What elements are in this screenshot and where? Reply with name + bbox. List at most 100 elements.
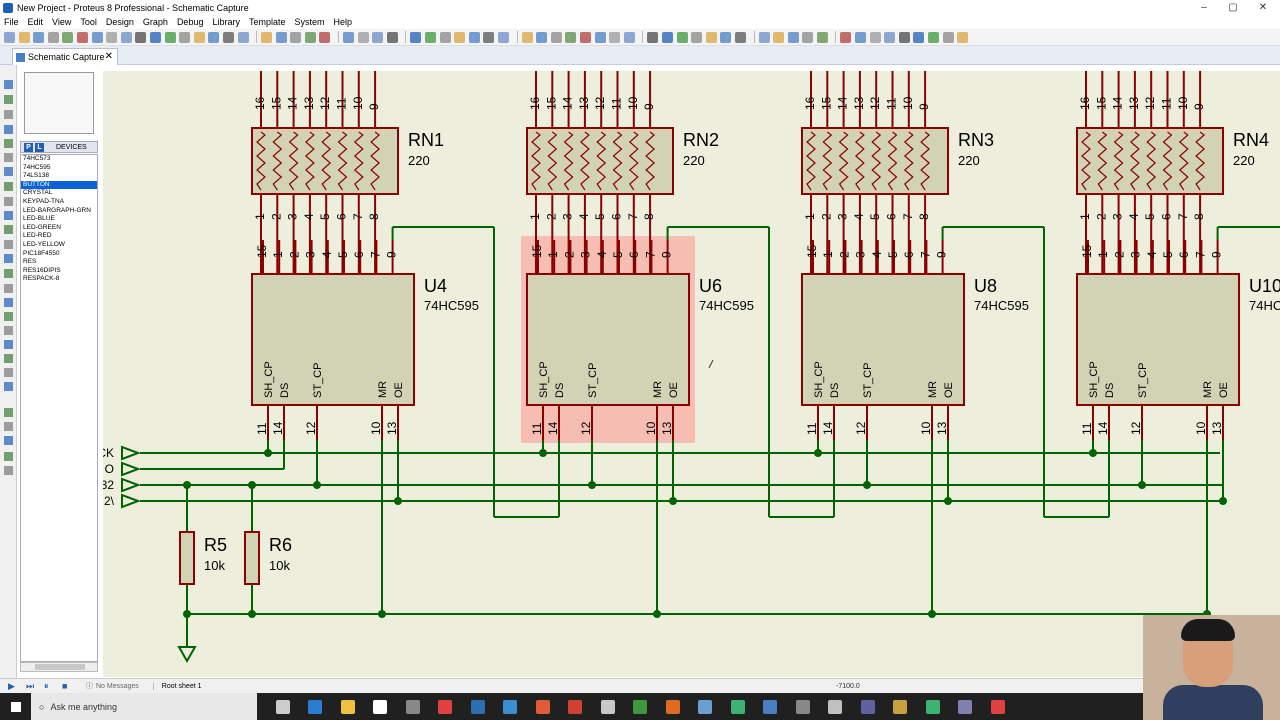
device-list-item[interactable]: LED-GREEN (23, 223, 61, 231)
toolbar-home-icon[interactable] (62, 31, 74, 43)
toolbar-new-icon[interactable] (149, 31, 161, 43)
toolbar-help-icon[interactable] (928, 31, 940, 43)
mode-tool-icon[interactable] (4, 110, 13, 119)
taskbar-mail-icon[interactable] (405, 699, 420, 714)
device-list-item[interactable]: KEYPAD-TNA (23, 197, 65, 205)
menu-tool[interactable]: Tool (80, 17, 97, 27)
toolbar-home-icon[interactable] (208, 31, 220, 43)
taskbar-app-icon[interactable] (503, 699, 517, 714)
toolbar-new-icon[interactable] (942, 31, 954, 43)
menu-library[interactable]: Library (212, 17, 240, 27)
taskbar-app-icon[interactable] (470, 699, 485, 714)
mode-tool-icon[interactable] (4, 254, 13, 263)
toolbar-help-icon[interactable] (609, 31, 621, 43)
taskbar-proteus-icon[interactable] (958, 699, 972, 714)
mode-tool-icon[interactable] (4, 408, 13, 417)
toolbar-import-icon[interactable] (47, 31, 59, 43)
toolbar-new-icon[interactable] (468, 31, 480, 43)
toolbar-grid-icon[interactable] (734, 31, 746, 43)
mode-tool-icon[interactable] (4, 269, 13, 278)
taskbar-app-icon[interactable] (893, 699, 907, 714)
toolbar-save-icon[interactable] (661, 31, 673, 43)
toolbar-save-icon[interactable] (33, 31, 45, 43)
menu-template[interactable]: Template (248, 17, 286, 27)
taskbar-app-icon[interactable] (633, 699, 647, 714)
toolbar-component-icon[interactable] (550, 31, 562, 43)
mode-tool-icon[interactable] (4, 312, 13, 321)
device-list-item[interactable]: PIC18F4550 (23, 249, 60, 257)
cortana-search-box[interactable]: ○ Ask me anything (31, 693, 257, 720)
mode-tool-icon[interactable] (4, 95, 13, 104)
menu-help[interactable]: Help (333, 17, 353, 27)
device-list-item[interactable]: 74HC573 (23, 155, 51, 162)
mode-tool-icon[interactable] (4, 240, 13, 249)
toolbar-import-icon[interactable] (676, 31, 688, 43)
device-list-item[interactable]: 74HC595 (23, 163, 51, 171)
toolbar-save-icon[interactable] (498, 31, 509, 43)
toolbar-import-icon[interactable] (357, 31, 369, 43)
device-list-item[interactable]: 74LS138 (23, 172, 50, 180)
device-list-item[interactable]: LED-YELLOW (23, 240, 65, 248)
taskbar-store-icon[interactable] (373, 699, 387, 714)
mode-tool-icon[interactable] (4, 298, 13, 307)
toolbar-import-icon[interactable] (193, 31, 205, 43)
tab-schematic-capture[interactable]: Schematic Capture ✕ (12, 48, 118, 65)
taskbar-app-icon[interactable] (795, 699, 810, 714)
taskbar-app-icon[interactable] (860, 699, 875, 714)
toolbar-open-icon[interactable] (802, 31, 814, 43)
pick-devices-button[interactable]: P (24, 142, 33, 152)
taskbar-app-icon[interactable] (990, 699, 1005, 714)
mode-tool-icon[interactable] (4, 225, 13, 234)
schematic-canvas[interactable]: 161514131211109RN12201234567815Q01Q12Q23… (103, 71, 1280, 677)
device-list-item[interactable]: BUTTON (21, 180, 97, 190)
menu-file[interactable]: File (4, 17, 19, 27)
windows-start-icon[interactable] (11, 701, 21, 712)
toolbar-simulate-icon[interactable] (565, 31, 577, 43)
toolbar-zoom-icon[interactable] (120, 31, 132, 43)
taskbar-app-icon[interactable] (568, 699, 582, 714)
toolbar-grid-icon[interactable] (425, 31, 437, 43)
mode-tool-icon[interactable] (4, 182, 13, 191)
toolbar-simulate-icon[interactable] (237, 31, 249, 43)
toolbar-zoom-icon[interactable] (439, 31, 451, 43)
mode-tool-icon[interactable] (4, 211, 13, 220)
toolbar-home-icon[interactable] (691, 31, 703, 43)
toolbar-home-icon[interactable] (536, 31, 548, 43)
toolbar-simulate-icon[interactable] (91, 31, 103, 43)
library-manager-button[interactable]: L (35, 142, 44, 152)
toolbar-zoom-icon[interactable] (913, 31, 925, 43)
mode-tool-icon[interactable] (4, 326, 13, 335)
mode-tool-icon[interactable] (4, 452, 13, 461)
taskbar-edge-icon[interactable] (308, 699, 322, 714)
mode-tool-icon[interactable] (4, 153, 13, 162)
toolbar-open-icon[interactable] (647, 31, 659, 43)
taskbar-app-icon[interactable] (600, 699, 615, 714)
toolbar-import-icon[interactable] (840, 31, 852, 43)
mode-tool-icon[interactable] (4, 125, 13, 134)
toolbar-help-icon[interactable] (290, 31, 302, 43)
menu-system[interactable]: System (294, 17, 325, 27)
toolbar-save-icon[interactable] (343, 31, 355, 43)
menu-view[interactable]: View (52, 17, 72, 27)
taskbar-task-view-icon[interactable] (275, 699, 290, 714)
mode-tool-icon[interactable] (4, 284, 13, 293)
minimize-button[interactable]: – (1201, 2, 1207, 13)
toolbar-grid-icon[interactable] (261, 31, 273, 43)
toolbar-help-icon[interactable] (454, 31, 466, 43)
play-button[interactable]: ▶ (8, 681, 15, 691)
toolbar-home-icon[interactable] (855, 31, 867, 43)
device-list-item[interactable]: LED-RED (23, 232, 52, 240)
toolbar-zoom-icon[interactable] (758, 31, 770, 43)
toolbar-component-icon[interactable] (76, 31, 88, 43)
mode-tool-icon[interactable] (4, 368, 13, 377)
device-list-item[interactable]: LED-BLUE (23, 215, 55, 223)
toolbar-grid-icon[interactable] (898, 31, 910, 43)
taskbar-app-icon[interactable] (730, 699, 745, 714)
taskbar-app-icon[interactable] (763, 699, 777, 714)
mode-tool-icon[interactable] (4, 354, 13, 363)
menu-graph[interactable]: Graph (142, 17, 168, 27)
close-window-button[interactable]: ✕ (1258, 2, 1268, 13)
messages-status[interactable]: No Messages (96, 682, 139, 690)
menu-edit[interactable]: Edit (27, 17, 44, 27)
toolbar-new-icon[interactable] (787, 31, 799, 43)
